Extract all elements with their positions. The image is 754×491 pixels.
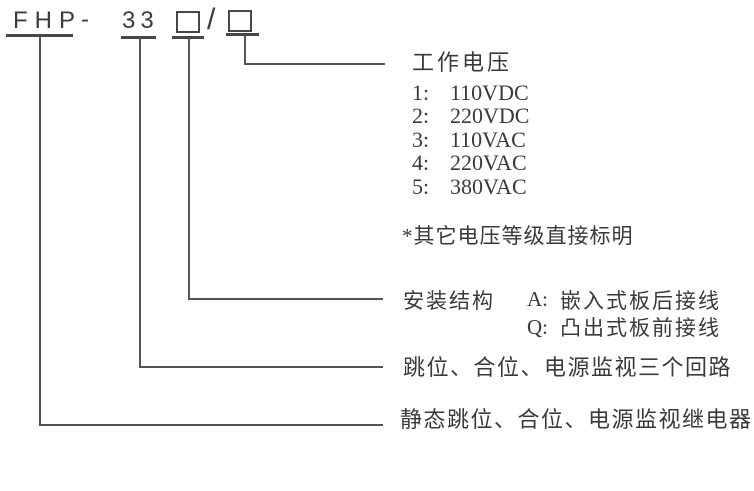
- circuits-label: 跳位、合位、电源监视三个回路: [403, 355, 733, 380]
- voltage-title: 工作电压: [412, 50, 513, 75]
- voltage-option-key: 4:: [412, 150, 430, 176]
- underline-prefix: [6, 34, 73, 37]
- leader-relay: [39, 36, 383, 426]
- mounting-option: 安装结构 A: 嵌入式板后接线: [403, 286, 721, 314]
- mounting-option-value: 嵌入式板后接线: [560, 288, 721, 313]
- voltage-option: 2: 220VDC: [412, 103, 530, 129]
- voltage-option-key: 1:: [412, 79, 430, 105]
- leader-voltage: [244, 35, 385, 65]
- leader-circuits: [139, 38, 383, 368]
- voltage-option-key: 2:: [412, 103, 430, 129]
- voltage-option-key: 3:: [412, 126, 430, 152]
- voltage-option: 5: 380VAC: [412, 173, 529, 199]
- mounting-option: Q: 凸出式板前接线: [403, 314, 721, 342]
- underline-mounting-box: [172, 36, 204, 39]
- voltage-placeholder-box: [228, 10, 252, 32]
- underline-series: [121, 36, 156, 39]
- voltage-option: 1: 110VDC: [412, 79, 529, 105]
- leader-mounting: [188, 38, 383, 300]
- voltage-option-list: 1: 110VDC 2: 220VDC 3: 110VAC 4: 220VAC …: [412, 79, 530, 199]
- voltage-note: *其它电压等级直接标明: [402, 224, 634, 248]
- model-dash: -: [81, 6, 89, 33]
- mounting-label: 安装结构: [403, 288, 495, 313]
- mounting-option-value: 凸出式板前接线: [560, 316, 721, 341]
- voltage-option-key: 5:: [412, 173, 430, 199]
- model-series: 33: [122, 7, 159, 34]
- mounting-placeholder-box: [176, 11, 200, 33]
- voltage-option: 3: 110VAC: [412, 126, 529, 152]
- voltage-option-value: 380VAC: [450, 173, 527, 199]
- mounting-option-key: A:: [527, 287, 548, 312]
- voltage-option-value: 110VAC: [450, 126, 526, 152]
- model-prefix: FHP: [13, 7, 82, 34]
- mounting-block: 安装结构 A: 嵌入式板后接线 Q: 凸出式板前接线: [403, 286, 721, 341]
- voltage-option-value: 220VDC: [450, 103, 530, 129]
- voltage-option-value: 220VAC: [450, 150, 527, 176]
- relay-label: 静态跳位、合位、电源监视继电器: [400, 407, 753, 432]
- underline-voltage-box: [226, 33, 259, 36]
- mounting-option-key: Q:: [527, 314, 548, 339]
- model-slash: /: [207, 3, 216, 36]
- voltage-option: 4: 220VAC: [412, 150, 529, 176]
- voltage-option-value: 110VDC: [450, 79, 529, 105]
